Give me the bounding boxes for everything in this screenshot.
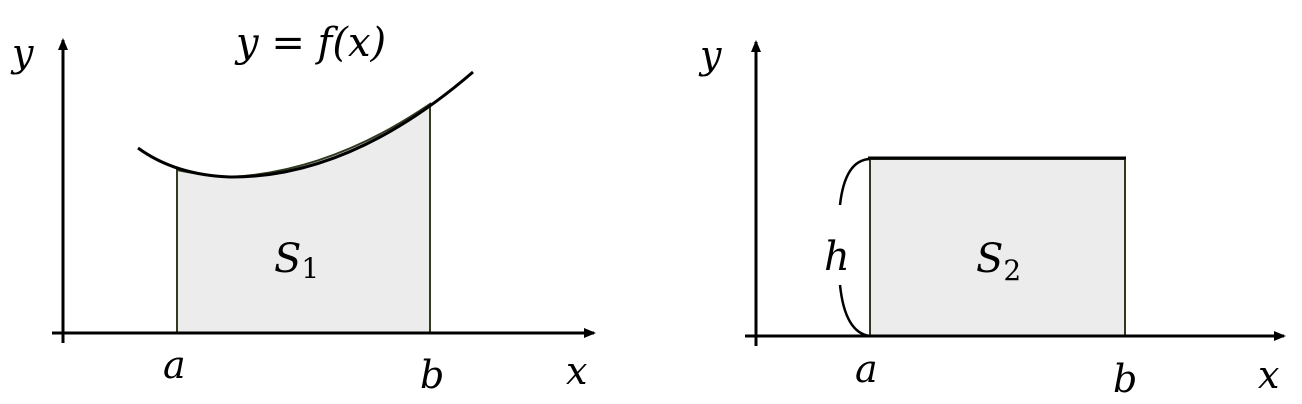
y-axis-label: y <box>10 31 34 75</box>
height-bracket <box>838 157 871 338</box>
region-label-s1: S1 <box>274 236 319 285</box>
left-diagram: y x y = f(x) S1 a b <box>10 20 596 397</box>
area-s1 <box>176 102 431 334</box>
region-label-s2: S2 <box>976 236 1021 287</box>
curve-label: y = f(x) <box>234 20 386 66</box>
b-label: b <box>420 353 444 397</box>
a-label: a <box>855 347 878 391</box>
x-axis-label: x <box>566 349 587 393</box>
b-label: b <box>1113 357 1137 401</box>
rectangle-s2 <box>869 158 1126 337</box>
y-axis-label: y <box>698 33 722 77</box>
right-diagram: y x h S2 a b <box>698 33 1286 401</box>
x-axis-label: x <box>1258 353 1279 397</box>
curve-f <box>137 70 474 179</box>
height-label: h <box>824 234 850 280</box>
a-label: a <box>163 343 186 387</box>
